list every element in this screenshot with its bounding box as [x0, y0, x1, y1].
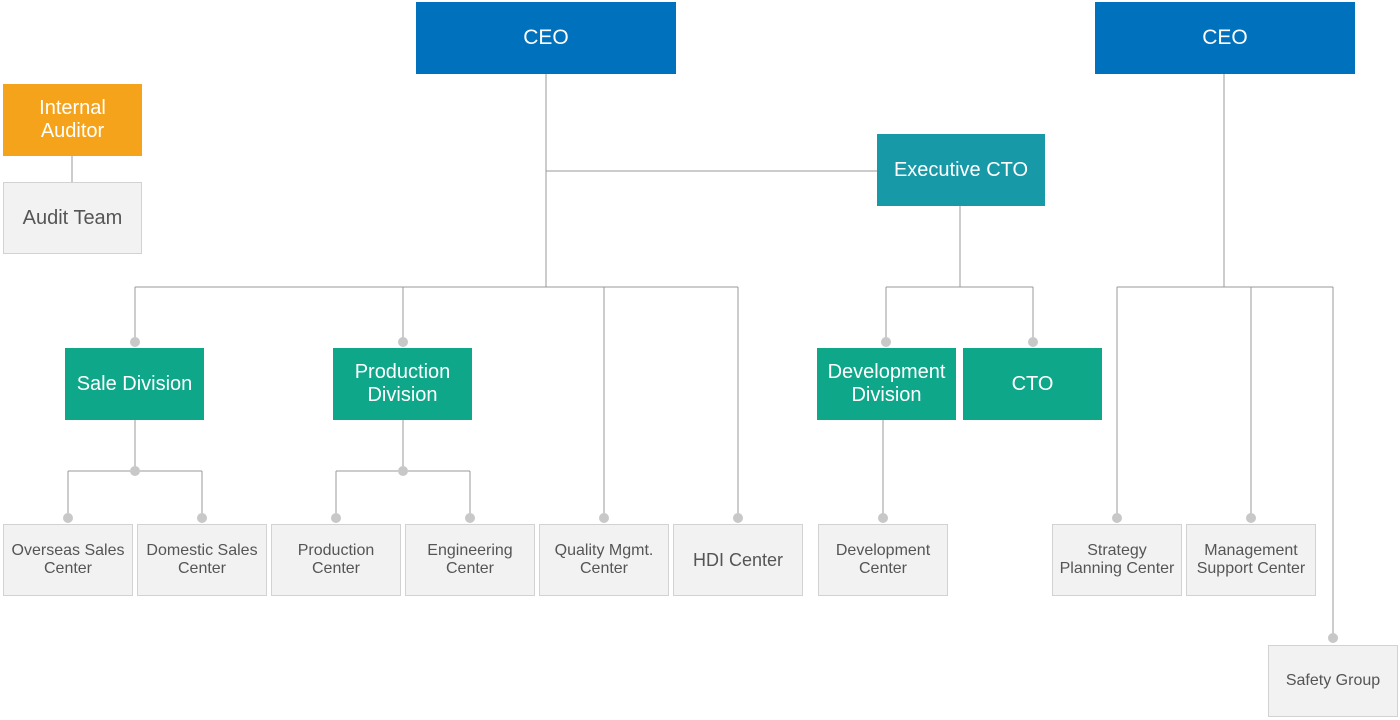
connector-dot — [881, 337, 891, 347]
executive-cto-box: Executive CTO — [877, 134, 1045, 206]
internal-auditor-box: Internal Auditor — [3, 84, 142, 156]
production-division-box: Production Division — [333, 348, 472, 420]
safety-group-box: Safety Group — [1268, 645, 1398, 717]
connector-dot — [599, 513, 609, 523]
engineering-center-box: Engineering Center — [405, 524, 535, 596]
hdi-center-box: HDI Center — [673, 524, 803, 596]
cto-box: CTO — [963, 348, 1102, 420]
ceo-right-box: CEO — [1095, 2, 1355, 74]
connector-dot — [1328, 633, 1338, 643]
quality-mgmt-center-box: Quality Mgmt. Center — [539, 524, 669, 596]
connector-dot — [1028, 337, 1038, 347]
connector-dot — [1112, 513, 1122, 523]
domestic-sales-center-box: Domestic Sales Center — [137, 524, 267, 596]
connector-dot — [878, 513, 888, 523]
connector-dot — [63, 513, 73, 523]
connector-dot — [130, 337, 140, 347]
overseas-sales-center-box: Overseas Sales Center — [3, 524, 133, 596]
production-center-box: Production Center — [271, 524, 401, 596]
connector-dot — [398, 466, 408, 476]
connector-dot — [733, 513, 743, 523]
development-division-box: Development Division — [817, 348, 956, 420]
management-support-center-box: Management Support Center — [1186, 524, 1316, 596]
connector-dot — [130, 466, 140, 476]
connector-dot — [465, 513, 475, 523]
connector-dot — [197, 513, 207, 523]
connector-dot — [1246, 513, 1256, 523]
connector-dot — [398, 337, 408, 347]
sale-division-box: Sale Division — [65, 348, 204, 420]
strategy-planning-center-box: Strategy Planning Center — [1052, 524, 1182, 596]
ceo-left-box: CEO — [416, 2, 676, 74]
development-center-box: Development Center — [818, 524, 948, 596]
connector-dot — [331, 513, 341, 523]
audit-team-box: Audit Team — [3, 182, 142, 254]
